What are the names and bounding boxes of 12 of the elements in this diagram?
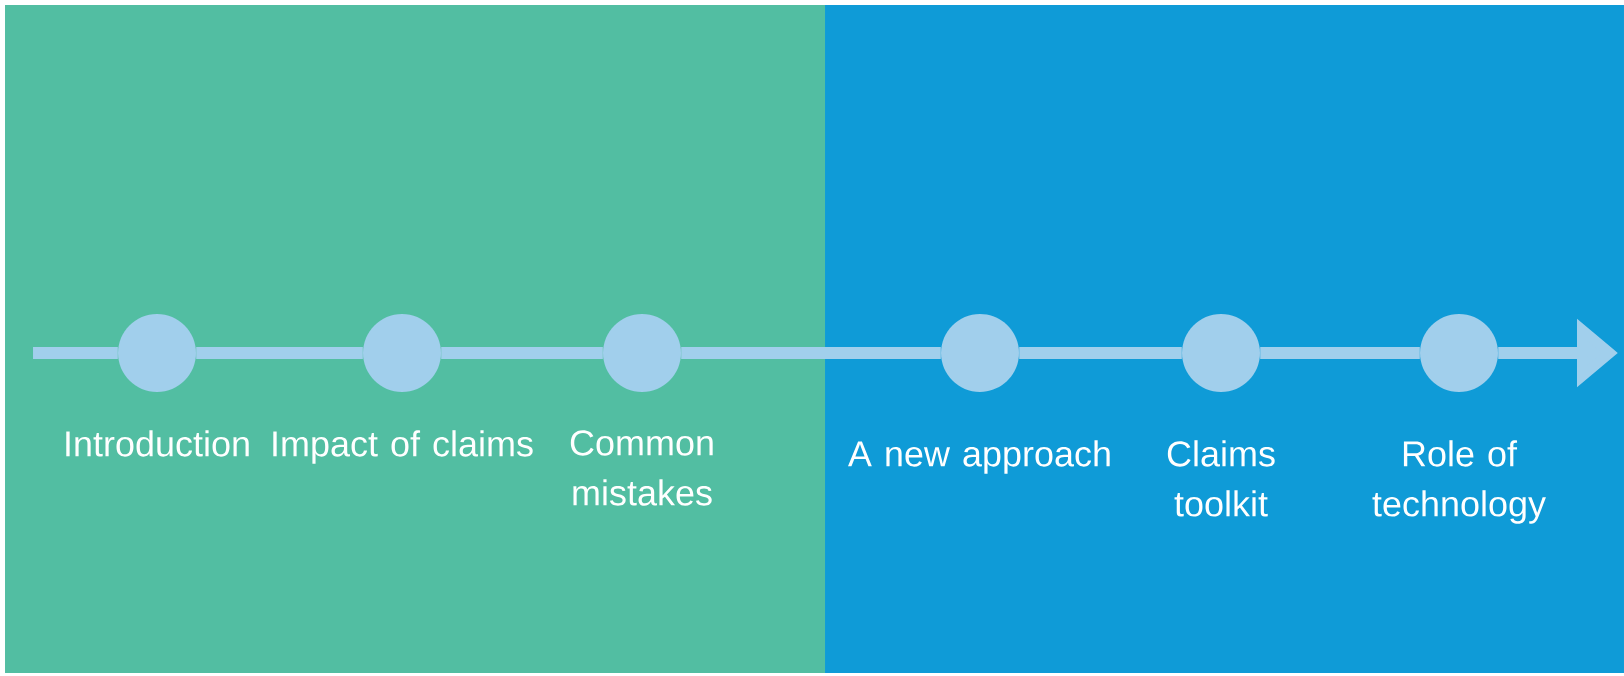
step-label: Claims toolkit bbox=[1167, 440, 1275, 517]
timeline-line bbox=[1260, 347, 1420, 359]
step-label: Impact of claims bbox=[273, 430, 533, 464]
step-label: Role of technology bbox=[1372, 440, 1546, 524]
step-label: Introduction bbox=[66, 430, 249, 457]
timeline-line bbox=[441, 347, 603, 359]
step-label: A new approach bbox=[848, 440, 1110, 474]
step-label: Common mistakes bbox=[570, 430, 713, 506]
timeline-line bbox=[1019, 347, 1182, 359]
timeline-line bbox=[681, 347, 941, 359]
timeline-line bbox=[33, 347, 118, 359]
timeline-line bbox=[196, 347, 363, 359]
